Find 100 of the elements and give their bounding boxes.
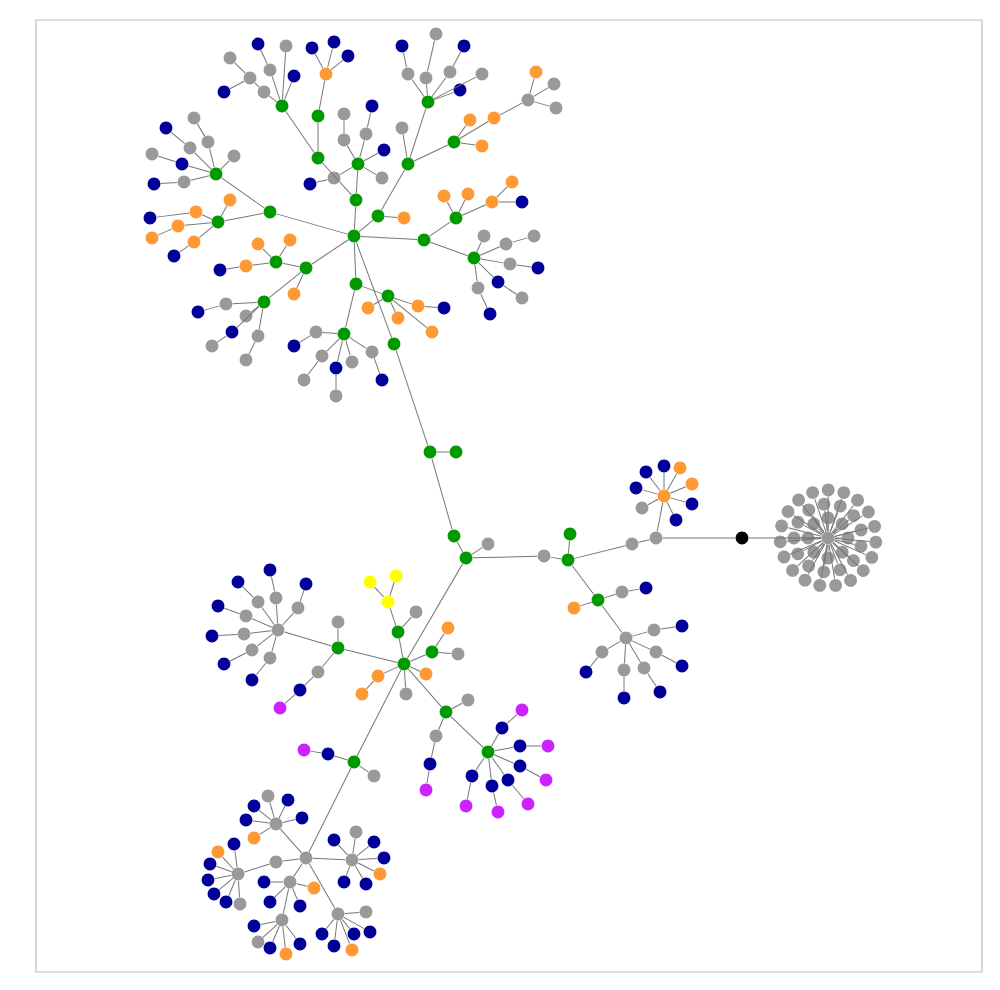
link-line — [282, 926, 286, 948]
link-line — [824, 544, 828, 566]
link-line — [814, 498, 827, 533]
link-line — [638, 539, 650, 543]
link-line — [451, 702, 463, 710]
link-line — [525, 768, 541, 778]
link-line — [262, 924, 278, 938]
link-line — [274, 886, 286, 898]
link-line — [357, 862, 375, 872]
link-line — [491, 757, 505, 775]
link-line — [607, 640, 621, 650]
link-line — [201, 214, 213, 220]
link-line — [322, 162, 352, 196]
link-line — [282, 888, 290, 914]
link-line — [834, 527, 869, 537]
link-line — [251, 618, 273, 628]
link-line — [271, 636, 277, 652]
link-line — [344, 912, 360, 914]
link-line — [353, 206, 357, 230]
link-line — [293, 863, 303, 877]
link-line — [478, 262, 494, 278]
link-line — [789, 540, 823, 555]
link-line — [220, 160, 230, 170]
link-line — [228, 879, 236, 897]
link-line — [450, 716, 484, 748]
link-line — [279, 245, 287, 257]
link-line — [660, 626, 676, 630]
link-line — [275, 604, 279, 624]
link-line — [493, 792, 497, 806]
link-line — [663, 472, 665, 490]
link-line — [308, 863, 336, 909]
link-line — [384, 216, 398, 218]
link-line — [827, 496, 829, 532]
link-line — [341, 918, 351, 930]
link-line — [359, 140, 365, 158]
link-line — [474, 264, 478, 282]
link-line — [390, 301, 396, 313]
link-line — [337, 628, 339, 642]
link-line — [579, 601, 593, 607]
link-line — [829, 543, 839, 564]
link-line — [479, 246, 501, 256]
link-line — [284, 631, 332, 647]
link-line — [571, 564, 595, 596]
link-line — [435, 633, 445, 647]
link-line — [456, 541, 464, 553]
link-line — [356, 669, 402, 757]
link-line — [438, 717, 444, 731]
link-line — [642, 489, 658, 495]
link-line — [574, 545, 626, 559]
link-line — [250, 630, 272, 634]
link-line — [480, 293, 488, 309]
link-line — [452, 51, 462, 67]
link-line — [534, 101, 550, 107]
link-line — [812, 515, 825, 533]
link-line — [471, 547, 483, 555]
link-line — [834, 538, 870, 543]
link-line — [157, 155, 177, 163]
link-line — [787, 527, 822, 537]
link-line — [426, 84, 428, 96]
link-line — [343, 120, 345, 134]
link-line — [260, 920, 276, 926]
link-line — [271, 75, 281, 101]
link-line — [339, 166, 353, 176]
link-line — [670, 497, 686, 503]
link-line — [649, 476, 661, 492]
link-line — [408, 668, 443, 708]
link-line — [824, 510, 828, 532]
link-line — [533, 87, 549, 97]
link-line — [223, 607, 241, 615]
link-line — [436, 451, 450, 453]
link-line — [568, 540, 570, 554]
link-line — [831, 505, 854, 534]
link-line — [281, 52, 287, 100]
link-line — [229, 652, 247, 662]
link-line — [256, 633, 274, 647]
link-line — [409, 654, 427, 662]
link-line — [426, 770, 430, 784]
link-line — [244, 863, 270, 873]
link-line — [285, 111, 315, 153]
link-line — [403, 670, 407, 688]
link-line — [282, 612, 294, 626]
link-line — [217, 335, 227, 343]
link-line — [321, 652, 335, 668]
link-line — [398, 638, 404, 658]
link-line — [349, 337, 367, 349]
link-line — [480, 258, 504, 264]
link-line — [222, 856, 234, 870]
link-line — [234, 62, 246, 74]
link-line — [458, 199, 466, 213]
link-line — [503, 285, 517, 295]
link-line — [623, 644, 627, 664]
link-line — [285, 924, 297, 940]
link-line — [829, 512, 839, 533]
link-line — [818, 528, 824, 534]
link-line — [589, 656, 599, 668]
link-line — [276, 213, 348, 235]
link-line — [354, 865, 364, 879]
link-line — [433, 91, 455, 101]
link-line — [326, 338, 340, 352]
link-line — [198, 225, 214, 239]
